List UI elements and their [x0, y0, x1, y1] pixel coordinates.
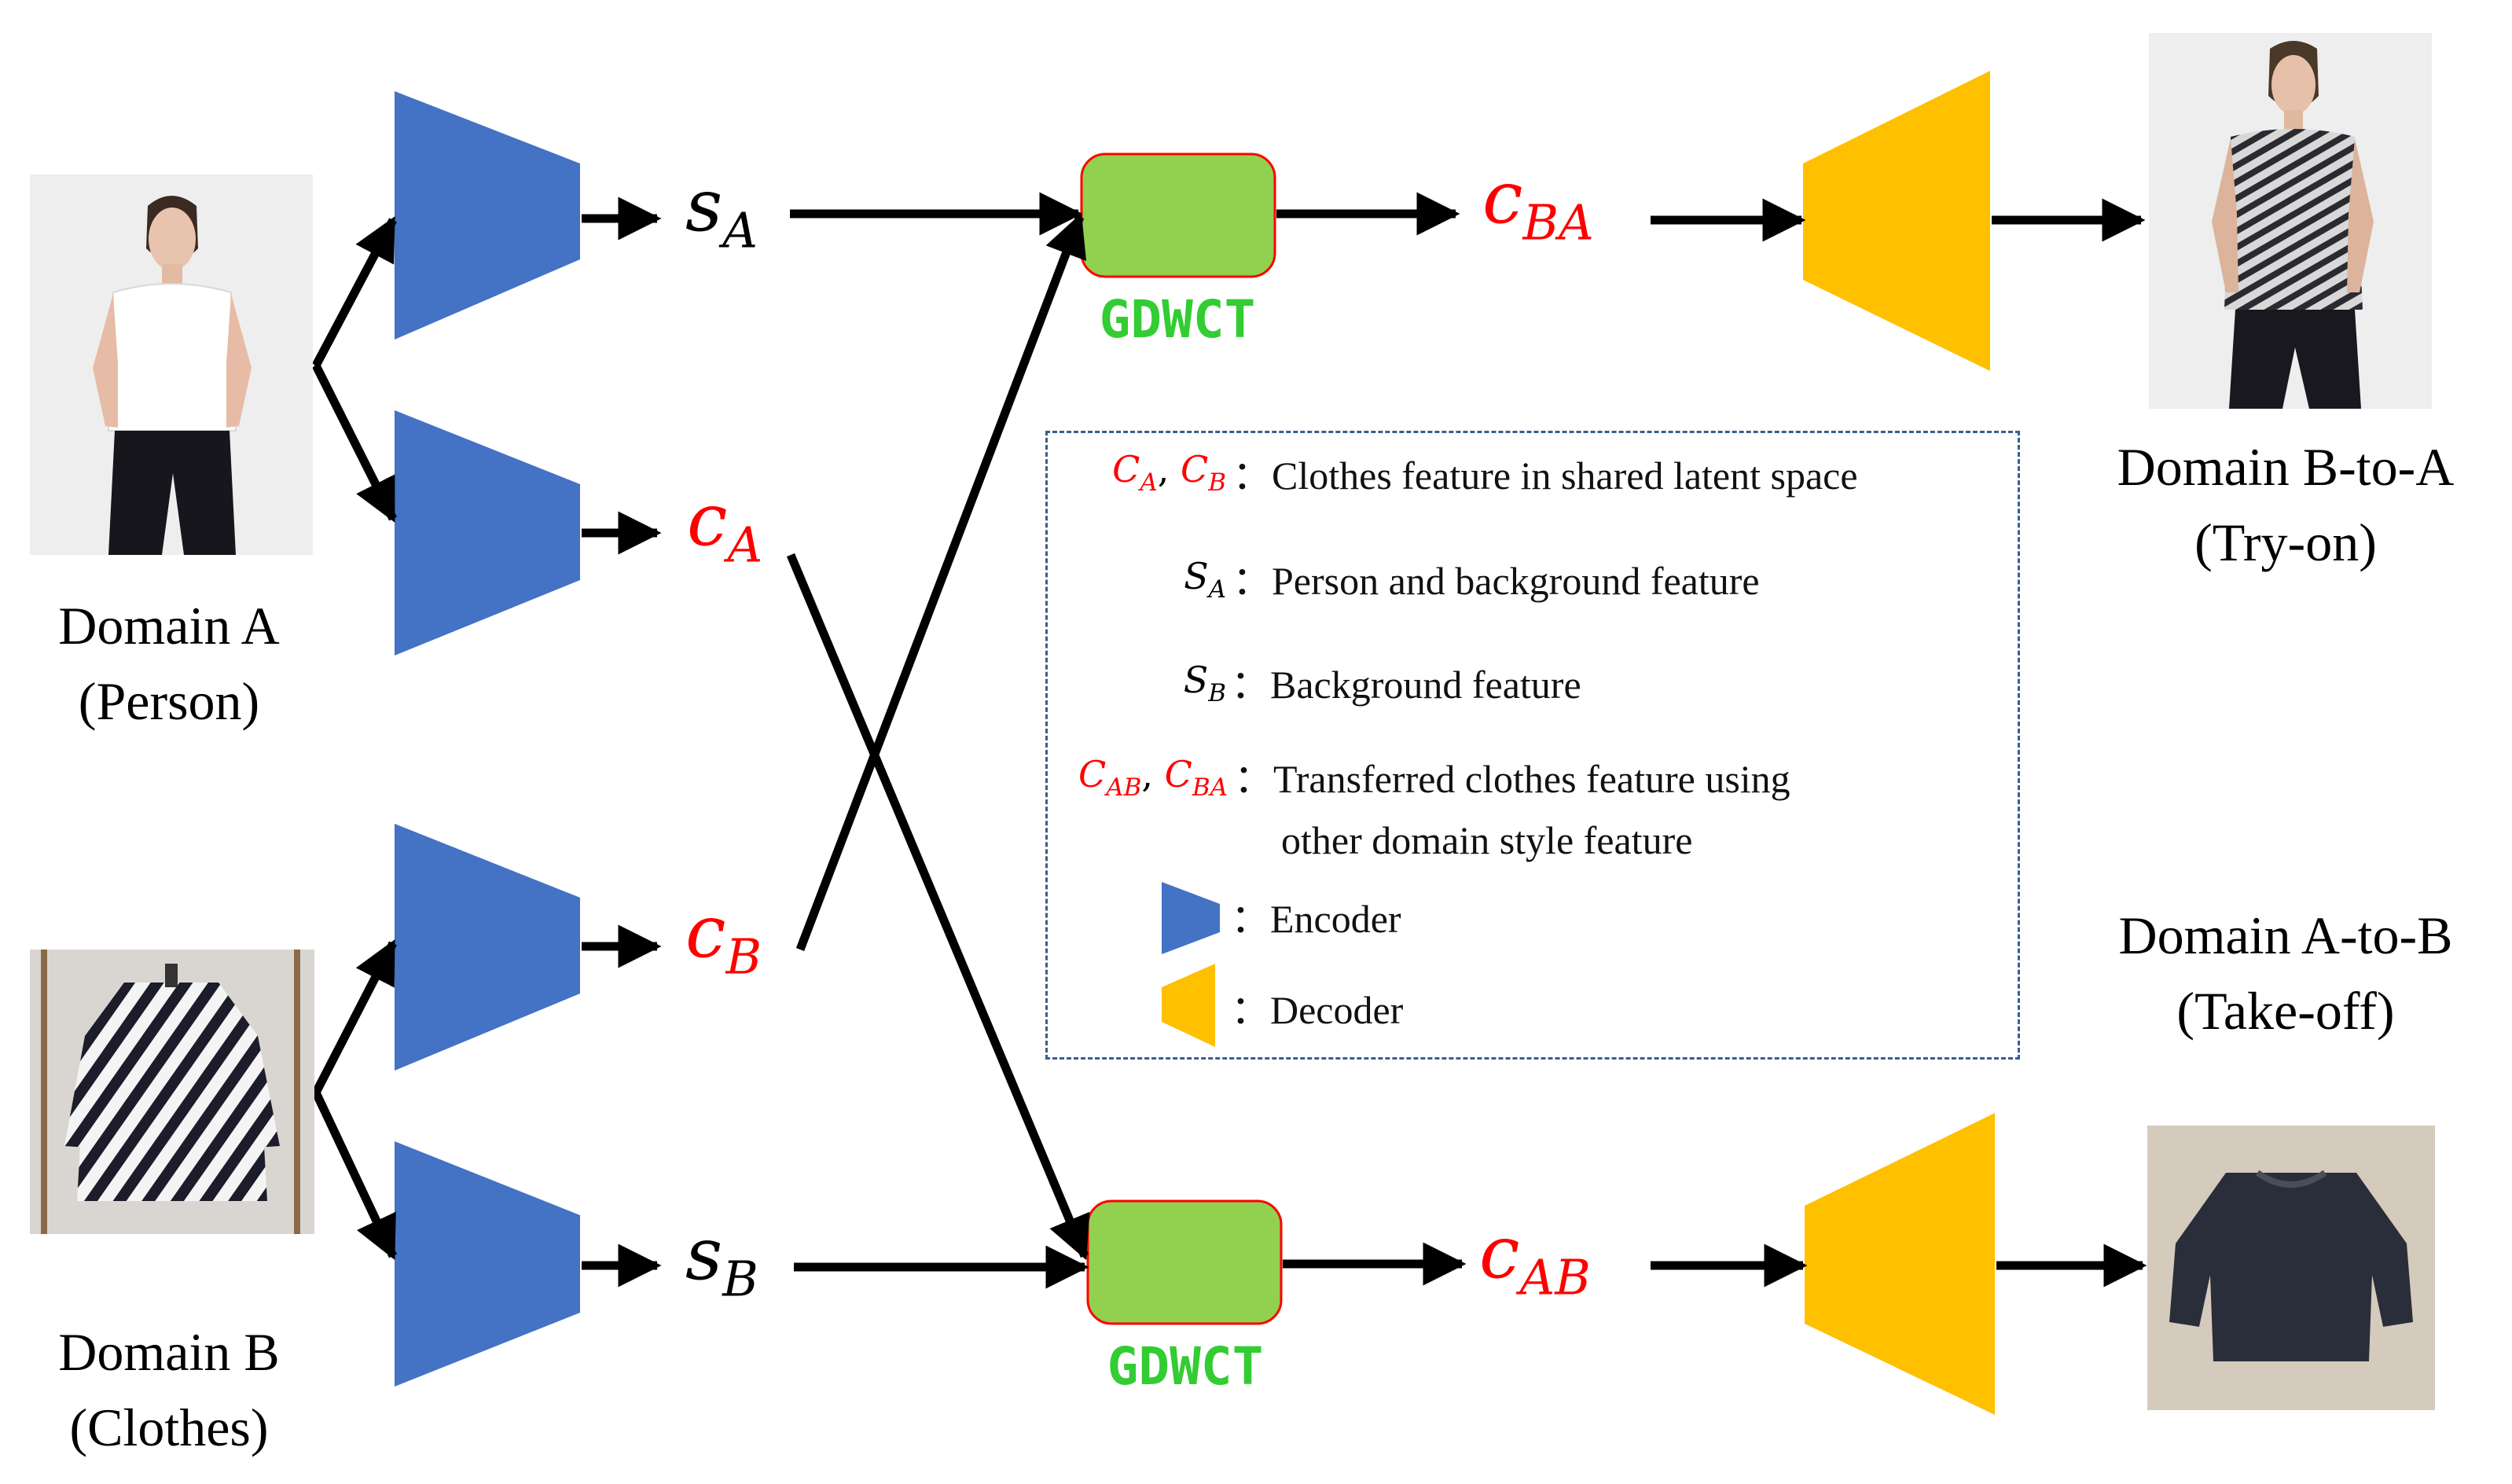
legend-row-4-text-cont: other domain style feature — [1281, 818, 1693, 862]
legend-row-1-sep: ： — [1232, 454, 1272, 498]
feature-c-ba-base: c — [1482, 156, 1523, 240]
fork-domain-a — [312, 216, 397, 370]
decoder-bottom — [1805, 1113, 1995, 1415]
feature-c-a-base: c — [687, 478, 728, 562]
output-b-to-a-title: Domain B-to-A — [2117, 437, 2455, 497]
fork-domain-a-lower — [312, 363, 397, 523]
legend-row-4-text: ：Transferred clothes feature using — [1234, 748, 1790, 810]
legend-row-3-sep: ： — [1231, 663, 1270, 707]
legend-row-2-sep: ： — [1232, 559, 1272, 603]
try-on-illustration — [2149, 33, 2432, 409]
legend-row-5-desc: Encoder — [1270, 897, 1401, 941]
feature-c-a: cA — [687, 484, 762, 570]
take-off-illustration — [2147, 1126, 2435, 1410]
legend-row-1-comma: , — [1157, 448, 1170, 490]
feature-c-b-sub: B — [725, 928, 762, 986]
legend-row-4-symbols: CAB, CBA — [1045, 753, 1228, 799]
legend-row-1-sym1: C — [1112, 448, 1140, 490]
encoder-b-style — [395, 1141, 580, 1387]
feature-c-ab-sub: AB — [1519, 1248, 1591, 1306]
feature-c-ba-sub: BA — [1522, 193, 1594, 252]
feature-c-b: cB — [685, 896, 762, 982]
domain-b-subtitle: (Clothes) — [69, 1398, 269, 1457]
legend-row-1-symbols: CA, CB — [1085, 448, 1226, 494]
feature-s-a-base: s — [685, 163, 723, 248]
legend-row-6-desc: Decoder — [1270, 988, 1404, 1032]
legend-row-2-text: ：Person and background feature — [1232, 550, 1760, 612]
legend-row-4-desc: Transferred clothes feature using — [1273, 757, 1790, 801]
fork-domain-b — [312, 939, 397, 1097]
legend-row-1-sym2: C — [1181, 448, 1209, 490]
legend-decoder-icon — [1162, 964, 1215, 1047]
legend-row-2-desc: Person and background feature — [1272, 559, 1760, 603]
feature-c-ab: cAB — [1479, 1217, 1591, 1302]
domain-a-label: Domain A (Person) — [0, 588, 338, 739]
legend-row-3-sym1: S — [1183, 659, 1209, 701]
feature-c-a-sub: A — [727, 516, 763, 574]
legend-row-1-sub1: A — [1140, 468, 1158, 497]
gdwct-top-label: GDWCT — [1099, 289, 1256, 350]
legend-box — [1045, 431, 2020, 1060]
legend-row-1-desc: Clothes feature in shared latent space — [1272, 454, 1858, 498]
legend-row-1-sub2: B — [1208, 468, 1226, 497]
take-off-result-photo — [2147, 1126, 2435, 1410]
feature-s-b-sub: B — [722, 1250, 758, 1308]
output-a-to-b-title: Domain A-to-B — [2118, 905, 2453, 965]
legend-row-4-sub2: BA — [1192, 773, 1228, 802]
legend-row-3-symbols: SB — [1085, 659, 1226, 705]
domain-b-label: Domain B (Clothes) — [0, 1314, 338, 1465]
feature-s-a: sA — [685, 170, 758, 255]
person-illustration — [30, 174, 313, 555]
legend-row-3-sub1: B — [1208, 678, 1226, 707]
gdwct-top-box — [1080, 152, 1276, 278]
legend-row-4-comma: , — [1141, 753, 1153, 795]
domain-b-clothes-photo — [30, 950, 314, 1234]
domain-a-person-photo — [30, 174, 313, 555]
legend-row-4-sym1: C — [1078, 753, 1107, 795]
decoder-top — [1803, 71, 1990, 371]
feature-s-b: sB — [685, 1218, 758, 1304]
legend-row-4-sep: ： — [1234, 757, 1273, 801]
output-a-to-b-subtitle: (Take-off) — [2176, 981, 2395, 1041]
domain-a-subtitle: (Person) — [78, 671, 260, 731]
clothes-illustration — [30, 950, 314, 1234]
output-b-to-a-subtitle: (Try-on) — [2194, 512, 2377, 572]
output-b-to-a-label: Domain B-to-A (Try-on) — [2059, 429, 2512, 580]
legend-encoder-icon — [1162, 882, 1220, 954]
encoder-a-style — [395, 91, 580, 340]
arrow-c-b-to-gdwct — [795, 212, 1087, 951]
feature-c-ab-base: c — [1479, 1210, 1520, 1295]
gdwct-bottom-label: GDWCT — [1107, 1336, 1264, 1397]
legend-row-1-text: ：Clothes feature in shared latent space — [1232, 445, 1858, 506]
domain-b-title: Domain B — [58, 1322, 280, 1382]
arrow-c-a-to-gdwct — [786, 553, 1090, 1261]
gdwct-bottom-box — [1086, 1199, 1283, 1325]
encoder-b-content — [395, 824, 580, 1071]
fork-domain-b-lower — [312, 1090, 397, 1260]
encoder-a-content — [395, 410, 580, 656]
legend-row-4-sub1: AB — [1106, 773, 1142, 802]
feature-c-b-base: c — [685, 890, 726, 974]
legend-row-3-text: ：Background feature — [1231, 654, 1581, 715]
feature-c-ba: cBA — [1482, 162, 1594, 248]
legend-row-3-desc: Background feature — [1270, 663, 1581, 707]
legend-row-2-symbols: SA — [1085, 555, 1226, 601]
output-a-to-b-label: Domain A-to-B (Take-off) — [2059, 898, 2512, 1049]
legend-row-2-sub1: A — [1208, 575, 1226, 604]
legend-row-4-sym2: C — [1164, 753, 1192, 795]
try-on-result-photo — [2149, 33, 2432, 409]
legend-row-5-text: ：Encoder — [1231, 888, 1401, 950]
domain-a-title: Domain A — [58, 596, 280, 656]
feature-s-b-base: s — [685, 1212, 723, 1296]
legend-row-2-sym1: S — [1184, 555, 1209, 597]
legend-row-6-sep: ： — [1231, 988, 1270, 1032]
feature-s-a-sub: A — [722, 201, 758, 259]
legend-row-6-text: ：Decoder — [1231, 979, 1403, 1041]
legend-row-5-sep: ： — [1231, 897, 1270, 941]
